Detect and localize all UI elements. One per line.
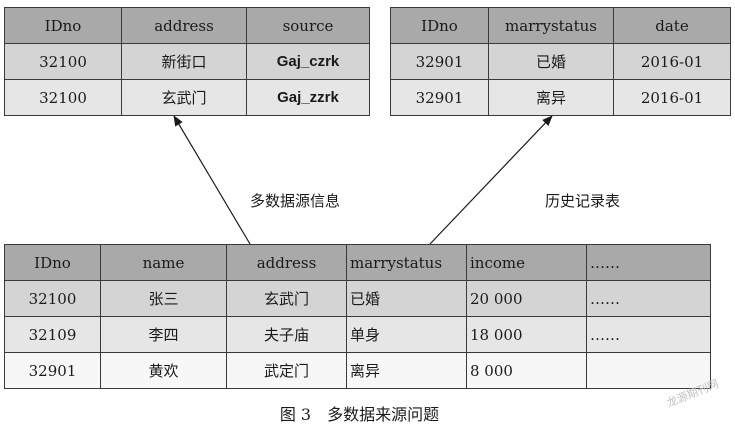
table-cell: …… (586, 316, 711, 353)
table-cell: 32901 (4, 352, 101, 389)
table-cell: 32100 (4, 280, 101, 317)
table-cell: 8 000 (466, 352, 587, 389)
table-cell: Gaj_zzrk (246, 79, 370, 116)
table-row: 32100 玄武门 Gaj_zzrk (4, 79, 370, 116)
header-cell: IDno (4, 7, 122, 44)
multi-source-label: 多数据源信息 (250, 192, 341, 210)
table-cell: 已婚 (488, 43, 614, 80)
table-header-row: IDno name address marrystatus income …… (4, 244, 711, 281)
main-table: IDno name address marrystatus income …… … (4, 244, 711, 389)
table-cell: 32100 (4, 79, 122, 116)
table-cell: 20 000 (466, 280, 587, 317)
figure-number: 图 3 (279, 405, 312, 424)
table-cell: …… (586, 280, 711, 317)
table-cell: 32901 (390, 79, 489, 116)
arrow-to-source-table (173, 115, 251, 245)
table-cell: Gaj_czrk (246, 43, 370, 80)
table-cell: 玄武门 (121, 79, 247, 116)
header-cell: source (246, 7, 370, 44)
table-cell: 武定门 (226, 352, 347, 389)
header-cell: …… (586, 244, 711, 281)
table-cell: 玄武门 (226, 280, 347, 317)
history-table: IDno marrystatus date 32901 已婚 2016-01 3… (390, 7, 731, 116)
table-cell: 32901 (390, 43, 489, 80)
header-cell: IDno (4, 244, 101, 281)
table-row: 32100 新街口 Gaj_czrk (4, 43, 370, 80)
table-row: 32901 黄欢 武定门 离异 8 000 (4, 352, 711, 389)
figure-title: 多数据来源问题 (327, 405, 440, 424)
table-cell: 32109 (4, 316, 101, 353)
table-cell: 2016-01 (613, 79, 731, 116)
table-cell: 李四 (100, 316, 227, 353)
header-cell: income (466, 244, 587, 281)
table-row: 32100 张三 玄武门 已婚 20 000 …… (4, 280, 711, 317)
history-label: 历史记录表 (545, 192, 621, 210)
table-cell: 离异 (346, 352, 467, 389)
table-cell: 单身 (346, 316, 467, 353)
table-row: 32901 离异 2016-01 (390, 79, 731, 116)
source-table: IDno address source 32100 新街口 Gaj_czrk 3… (4, 7, 370, 116)
table-cell (586, 352, 711, 389)
header-cell: marrystatus (346, 244, 467, 281)
table-cell: 张三 (100, 280, 227, 317)
header-cell: date (613, 7, 731, 44)
table-header-row: IDno marrystatus date (390, 7, 731, 44)
header-cell: IDno (390, 7, 489, 44)
table-row: 32109 李四 夫子庙 单身 18 000 …… (4, 316, 711, 353)
figure-caption: 图 3 多数据来源问题 (0, 401, 735, 425)
header-cell: address (226, 244, 347, 281)
table-cell: 新街口 (121, 43, 247, 80)
header-cell: name (100, 244, 227, 281)
table-cell: 2016-01 (613, 43, 731, 80)
table-row: 32901 已婚 2016-01 (390, 43, 731, 80)
header-cell: address (121, 7, 247, 44)
table-cell: 黄欢 (100, 352, 227, 389)
table-cell: 18 000 (466, 316, 587, 353)
arrow-to-history-table (429, 115, 553, 245)
table-header-row: IDno address source (4, 7, 370, 44)
table-cell: 已婚 (346, 280, 467, 317)
table-cell: 32100 (4, 43, 122, 80)
table-cell: 夫子庙 (226, 316, 347, 353)
table-cell: 离异 (488, 79, 614, 116)
header-cell: marrystatus (488, 7, 614, 44)
